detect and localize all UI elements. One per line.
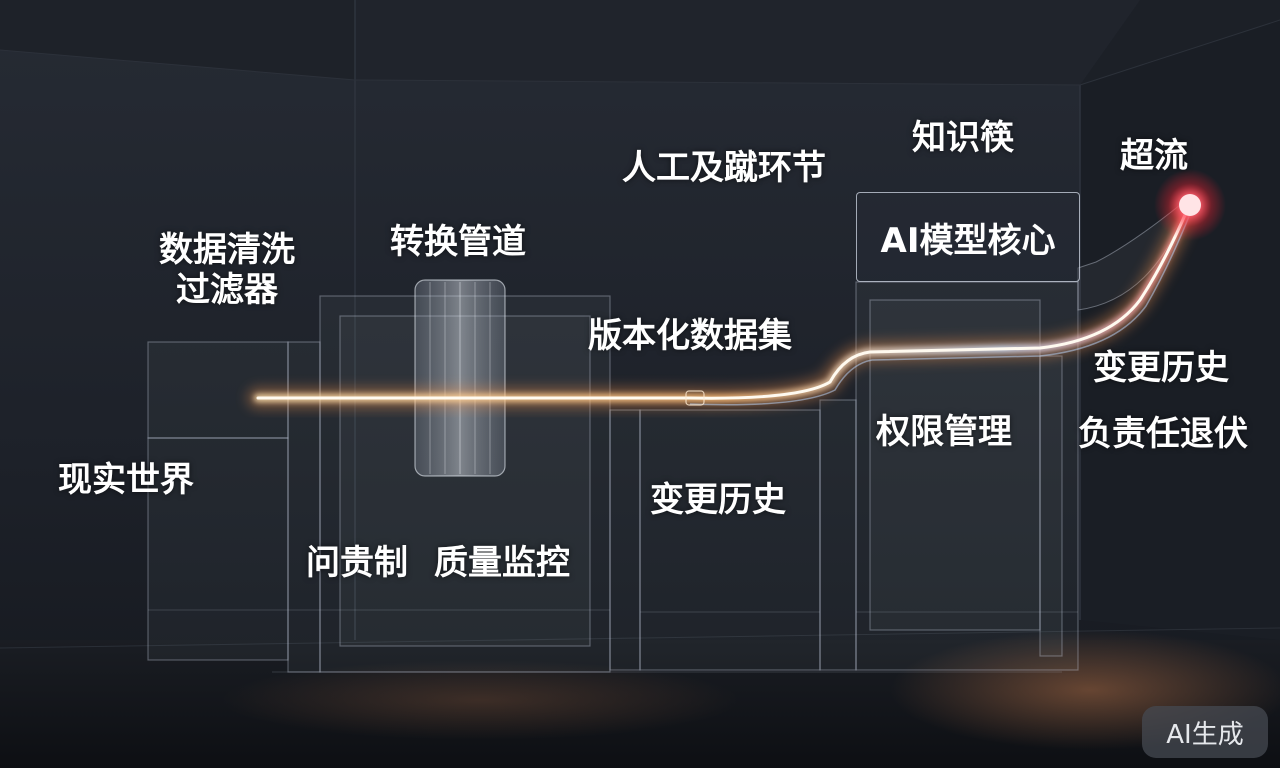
label-accountability-right: 负责任退伏: [1078, 414, 1248, 454]
label-real-world: 现实世界: [58, 460, 194, 500]
label-knowledge: 知识筷: [912, 118, 1014, 158]
label-filter-text: 过滤器: [176, 270, 278, 310]
ai-generated-badge: AI生成: [1142, 706, 1268, 758]
label-super-flow: 超流: [1120, 136, 1188, 176]
label-permission: 权限管理: [876, 412, 1012, 452]
label-change-history-right: 变更历史: [1093, 348, 1229, 388]
label-versioned-dataset: 版本化数据集: [588, 316, 792, 356]
ai-generated-badge-label: AI生成: [1166, 719, 1244, 750]
label-human-loop: 人工及蹴环节: [622, 148, 826, 188]
label-data-cleaning: 数据清洗 过滤器: [147, 230, 307, 310]
ai-core-label: AI模型核心: [880, 220, 1056, 261]
label-data-cleaning-text: 数据清洗: [159, 230, 295, 270]
label-accountability: 问贵制: [306, 543, 408, 583]
label-change-history-center: 变更历史: [650, 480, 786, 520]
ai-core-box: AI模型核心: [856, 192, 1080, 282]
label-quality-monitor: 质量监控: [434, 543, 570, 583]
label-transform-pipeline: 转换管道: [390, 222, 526, 262]
